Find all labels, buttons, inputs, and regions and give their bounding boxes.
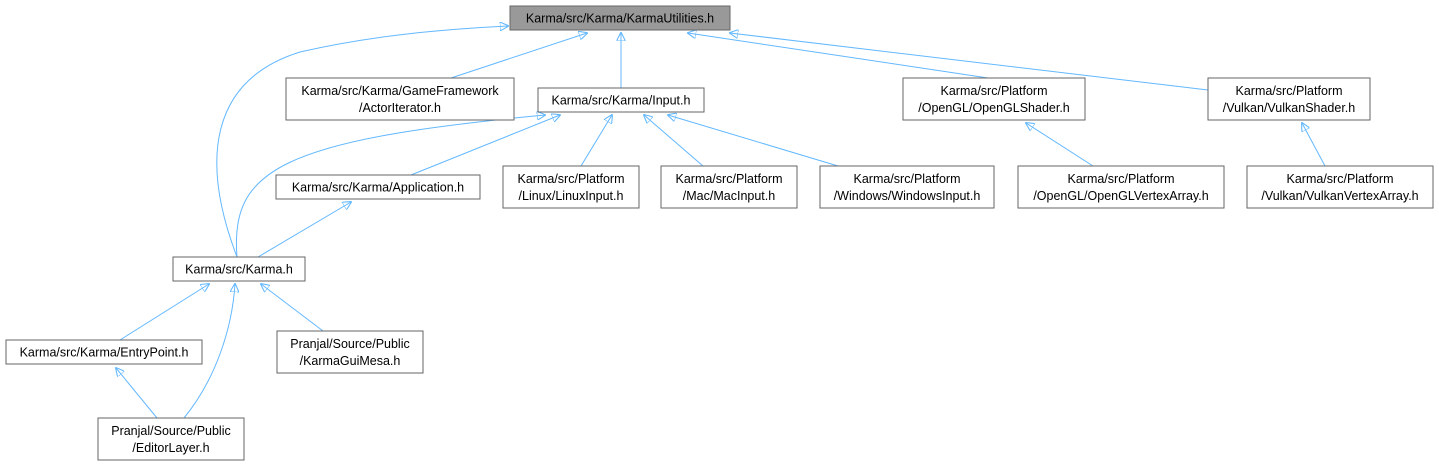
node-vulkanvertexarray[interactable]: Karma/src/Platform/Vulkan/VulkanVertexAr… (1246, 165, 1434, 209)
edges-layer (116, 26, 1326, 419)
edge-karmaguimesa-to-karma (261, 284, 324, 332)
node-label-line: /Mac/MacInput.h (683, 189, 775, 203)
node-box (660, 165, 798, 209)
node-label-line: /KarmaGuiMesa.h (300, 354, 401, 368)
node-label-line: Karma/src/Platform (676, 172, 783, 186)
node-karma[interactable]: Karma/src/Karma.h (172, 256, 306, 282)
node-label-line: Karma/src/Platform (854, 172, 961, 186)
node-box (285, 77, 515, 121)
node-label-line: /OpenGL/OpenGLShader.h (918, 101, 1070, 115)
node-label-line: Karma/src/Karma/EntryPoint.h (20, 345, 189, 359)
node-label-line: Karma/src/Karma/Application.h (292, 180, 464, 194)
node-label-line: Karma/src/Platform (1236, 84, 1343, 98)
node-linuxinput[interactable]: Karma/src/Platform/Linux/LinuxInput.h (502, 165, 640, 209)
node-label-line: Karma/src/Platform (1068, 172, 1175, 186)
node-openglvertexarray[interactable]: Karma/src/Platform/OpenGL/OpenGLVertexAr… (1017, 165, 1225, 209)
node-box (172, 256, 306, 282)
node-box (1246, 165, 1434, 209)
edge-actoriterator-to-utilities (450, 33, 587, 79)
node-macinput[interactable]: Karma/src/Platform/Mac/MacInput.h (660, 165, 798, 209)
edge-macinput-to-input (644, 115, 704, 167)
edge-karma-to-input (235, 115, 545, 258)
edge-editorlayer-to-entrypoint (116, 368, 158, 419)
node-label-line: Karma/src/Karma.h (185, 262, 293, 276)
node-label-line: /Vulkan/VulkanVertexArray.h (1261, 189, 1418, 203)
edge-openglvertexarray-to-openglshader (1026, 123, 1094, 167)
node-label-line: /Linux/LinuxInput.h (519, 189, 624, 203)
node-actoriterator[interactable]: Karma/src/Karma/GameFramework/ActorItera… (285, 77, 515, 121)
node-label-line: Pranjal/Source/Public (290, 337, 410, 351)
node-label-line: Karma/src/Karma/KarmaUtilities.h (526, 11, 714, 25)
nodes-layer: Karma/src/Karma/KarmaUtilities.hKarma/sr… (5, 5, 1434, 461)
node-box (502, 165, 640, 209)
node-box (276, 330, 424, 374)
node-box (97, 417, 245, 461)
node-karmaguimesa[interactable]: Pranjal/Source/Public/KarmaGuiMesa.h (276, 330, 424, 374)
node-label-line: Karma/src/Platform (518, 172, 625, 186)
node-utilities: Karma/src/Karma/KarmaUtilities.h (509, 5, 731, 31)
node-label-line: /Windows/WindowsInput.h (834, 189, 981, 203)
node-input[interactable]: Karma/src/Karma/Input.h (537, 87, 705, 113)
node-box (1207, 77, 1371, 121)
edge-windowsinput-to-input (668, 115, 839, 167)
edge-vulkanshader-to-utilities (730, 33, 1209, 91)
node-box (902, 77, 1086, 121)
node-box (509, 5, 731, 31)
edge-vulkanvertexarray-to-vulkanshader (1302, 123, 1326, 167)
node-windowsinput[interactable]: Karma/src/Platform/Windows/WindowsInput.… (819, 165, 995, 209)
edge-application-to-input (410, 115, 560, 176)
node-label-line: /Vulkan/VulkanShader.h (1223, 101, 1356, 115)
node-label-line: /OpenGL/OpenGLVertexArray.h (1033, 189, 1208, 203)
node-label-line: Karma/src/Karma/GameFramework (301, 84, 499, 98)
node-box (819, 165, 995, 209)
node-box (275, 174, 481, 200)
node-entrypoint[interactable]: Karma/src/Karma/EntryPoint.h (5, 339, 203, 365)
node-box (1017, 165, 1225, 209)
edge-editorlayer-to-karma (183, 284, 235, 419)
node-label-line: /EditorLayer.h (132, 441, 209, 455)
node-openglshader[interactable]: Karma/src/Platform/OpenGL/OpenGLShader.h (902, 77, 1086, 121)
node-label-line: Karma/src/Platform (1287, 172, 1394, 186)
node-application[interactable]: Karma/src/Karma/Application.h (275, 174, 481, 200)
edge-karma-to-utilities (216, 26, 508, 258)
node-editorlayer[interactable]: Pranjal/Source/Public/EditorLayer.h (97, 417, 245, 461)
node-label-line: /ActorIterator.h (359, 101, 441, 115)
edge-entrypoint-to-karma (119, 284, 209, 341)
edge-openglshader-to-utilities (688, 33, 989, 79)
node-label-line: Karma/src/Platform (941, 84, 1048, 98)
node-box (537, 87, 705, 113)
node-vulkanshader[interactable]: Karma/src/Platform/Vulkan/VulkanShader.h (1207, 77, 1371, 121)
node-label-line: Pranjal/Source/Public (111, 424, 231, 438)
node-label-line: Karma/src/Karma/Input.h (552, 93, 691, 107)
edge-karma-to-application (257, 202, 351, 258)
node-box (5, 339, 203, 365)
edge-linuxinput-to-input (580, 115, 612, 167)
